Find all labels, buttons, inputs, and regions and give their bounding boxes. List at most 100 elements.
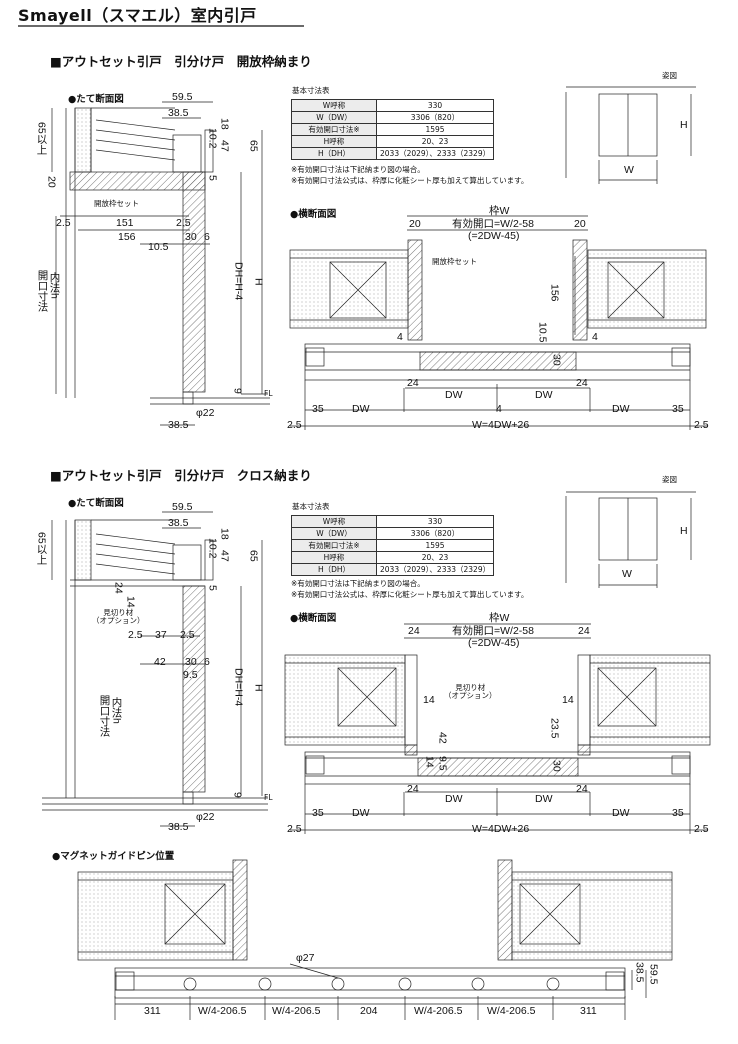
dim-label: 38.5 [633,962,646,983]
section-heading-2: ■アウトセット引戸 引分け戸 クロス納まり [50,468,312,483]
dim-label: 24 [407,377,419,389]
magnet-diagram [77,859,673,1020]
dim-label: 35 [672,807,684,819]
spec-note: ※有効開口寸法公式は、枠厚に化粧シート厚も加えて算出しています。 [291,590,529,599]
callout-label: 見切り材 （オプション） [444,683,497,700]
vertical-section-label-1: ●たて断面図 [68,94,124,105]
dim-label: 204 [360,1005,378,1017]
dim-label: 4 [496,403,502,415]
dim-label: 内法h [110,697,123,724]
dim-label: 5 [206,175,219,181]
elevation-1 [565,86,696,184]
dim-label: 枠W [489,612,510,624]
dim-label: 30 [185,231,197,243]
spec-row: W（DW）3306（820） [291,111,494,124]
spec-key: H呼称 [291,551,377,564]
dim-label: 59.5 [172,501,193,513]
spec-row: W（DW）3306（820） [291,527,494,540]
dim-label: FL [264,793,273,802]
page-title: Smayell（スマエル）室内引戸 [18,6,257,25]
dim-label: 9.5 [183,669,198,681]
spec-key: W呼称 [291,99,377,112]
dim-label: W/4-206.5 [198,1005,247,1017]
dim-label: W=4DW+26 [472,823,530,835]
dim-label: 59.5 [172,91,193,103]
elevation-2 [565,491,696,588]
dim-label: 37 [155,629,167,641]
dim-label: 65 [247,550,260,562]
dim-label: 59.5 [647,964,660,985]
spec-value: 1595 [376,539,494,552]
dim-label: 2.5 [128,629,143,641]
dim-label: 65 [247,140,260,152]
callout-label: 開放枠セット [432,257,477,266]
dim-label: W/4-206.5 [414,1005,463,1017]
dim-label: H [252,278,265,286]
dim-label: 20 [409,218,421,230]
vertical-section-1 [51,101,270,426]
dim-label: 9 [231,792,244,798]
dim-label: W=4DW+26 [472,419,530,431]
dim-label: 311 [580,1005,597,1017]
dim-label: DH=H-4 [232,668,245,707]
vertical-section-label-2: ●たて断面図 [68,498,124,509]
spec-key: W（DW） [291,527,377,540]
dim-label: H [680,525,688,537]
spec-value: 1595 [376,123,494,136]
spec-title-2: 基本寸法表 [292,502,330,511]
dim-label: 9.5 [436,756,449,771]
horizontal-section-label-1: ●横断面図 [290,209,337,220]
dim-label: 有効開口=W/2-58 [452,625,534,637]
dim-label: DW [352,807,370,819]
dim-label: 24 [576,377,588,389]
dim-label: 35 [312,807,324,819]
dim-label: 38.5 [168,107,189,119]
dim-label: 6 [204,231,210,243]
dim-label: 24 [112,582,125,594]
spec-key: H（DH） [291,563,377,576]
dim-label: 20 [574,218,586,230]
dim-label: 18 [218,528,231,540]
dim-label: 内法h [48,272,61,299]
spec-row: 有効開口寸法※1595 [291,123,494,136]
dim-label: 24 [408,625,420,637]
dim-label: 18 [218,118,231,130]
spec-key: H（DH） [291,147,377,160]
dim-label: φ22 [196,811,215,823]
dim-label: DW [612,403,630,415]
dim-label: 6 [204,656,210,668]
dim-label: 開口寸法 [98,695,111,737]
dim-label: 42 [154,656,166,668]
dim-label: 47 [218,140,231,152]
elevation-label-1: 姿図 [662,71,677,80]
dim-label: 14 [562,694,574,706]
dim-label: DH=H-4 [232,262,245,301]
dim-label: 2.5 [180,629,195,641]
dim-label: DW [445,389,463,401]
spec-note: ※有効開口寸法公式は、枠厚に化粧シート厚も加えて算出しています。 [291,176,529,185]
dim-label: 2.5 [56,217,71,229]
spec-row: H（DH）2033（2029）、2333（2329） [291,147,494,160]
dim-label: 14 [423,756,436,768]
spec-value: 3306（820） [376,111,494,124]
spec-value: 330 [376,515,494,528]
spec-note: ※有効開口寸法は下記納まり図の場合。 [291,165,425,174]
dim-label: DW [352,403,370,415]
callout-label: 開放枠セット [94,199,139,208]
dim-label: 30 [185,656,197,668]
dim-label: 4 [397,331,403,343]
dim-label: (=2DW-45) [468,637,520,649]
dim-label: W/4-206.5 [487,1005,536,1017]
dim-label: 156 [548,284,561,302]
dim-label: DW [535,389,553,401]
horizontal-section-2 [284,623,711,834]
dim-label: 42 [436,732,449,744]
dim-label: FL [264,389,273,398]
dim-label: 30 [550,760,563,772]
section-heading-1: ■アウトセット引戸 引分け戸 開放枠納まり [50,54,312,69]
